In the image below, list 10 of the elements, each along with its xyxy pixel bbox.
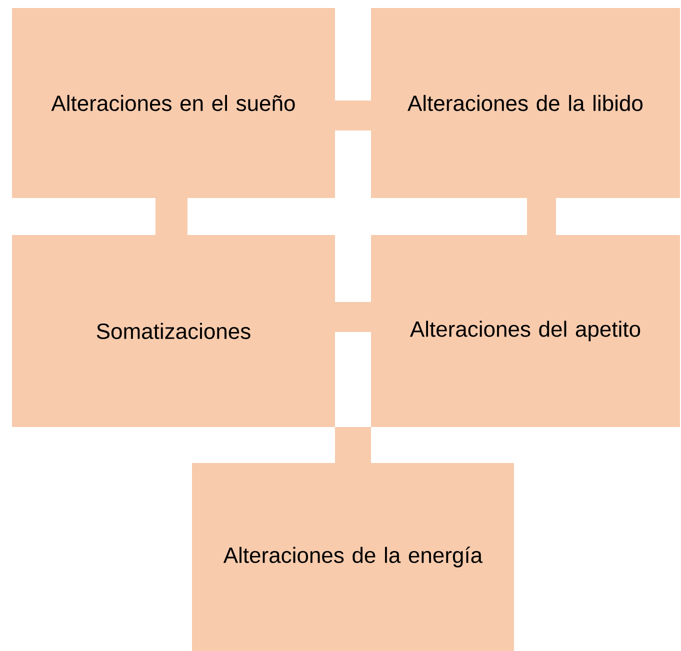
connector-bar — [156, 198, 188, 235]
text-box: Alteraciones del apetito — [371, 235, 680, 427]
text-box: Alteraciones de la libido — [371, 8, 680, 198]
connector-bar — [527, 198, 556, 235]
connector-bar — [335, 302, 371, 332]
text-box: Somatizaciones — [12, 235, 335, 427]
text-box: Alteraciones en el sueño — [12, 8, 335, 198]
connector-bar — [335, 100, 371, 131]
text-box: Alteraciones de la energía — [192, 463, 514, 651]
connector-bar — [335, 427, 371, 463]
